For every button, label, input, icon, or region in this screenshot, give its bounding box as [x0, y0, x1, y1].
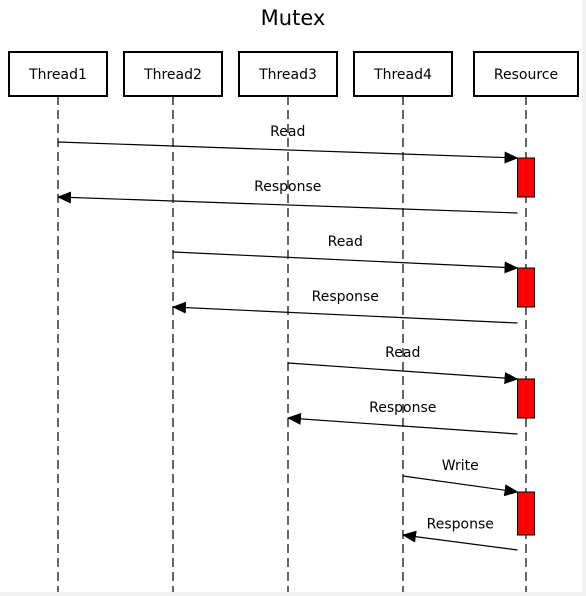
- message-label-request: Read: [385, 345, 420, 361]
- participant-box: [238, 51, 338, 97]
- participant-resource: Resource: [473, 51, 579, 97]
- participant-box: [123, 51, 223, 97]
- message-label-response: Response: [254, 179, 321, 195]
- activations: [517, 157, 535, 536]
- diagram-title: Mutex: [261, 6, 326, 30]
- participants: Thread1 Thread2 Thread3 Thread4 Resource: [8, 51, 579, 97]
- message-arrow-response: [172, 301, 518, 324]
- messages: ReadResponseReadResponseReadResponseWrit…: [57, 124, 519, 551]
- participant-box: [353, 51, 453, 97]
- participant-thread1: Thread1: [8, 51, 108, 97]
- participant-box: [473, 51, 579, 97]
- participant-label: Thread1: [28, 67, 87, 83]
- message-label-response: Response: [312, 289, 379, 305]
- message-label-request: Write: [442, 458, 479, 474]
- participant-label: Thread2: [143, 67, 202, 83]
- message-arrow-response: [402, 530, 518, 551]
- activation-bar: [517, 267, 535, 308]
- message-arrow-response: [57, 191, 518, 214]
- message-arrow-request: [402, 475, 519, 497]
- participant-box: [8, 51, 108, 97]
- message-arrow-request: [172, 251, 519, 274]
- participant-thread3: Thread3: [238, 51, 338, 97]
- message-label-request: Read: [328, 234, 363, 250]
- activation-bar: [517, 491, 535, 536]
- participant-label: Thread4: [373, 67, 432, 83]
- participant-thread2: Thread2: [123, 51, 223, 97]
- participant-label: Resource: [494, 67, 558, 83]
- activation-bar: [517, 378, 535, 419]
- activation-bar: [517, 157, 535, 198]
- message-arrow-response: [287, 412, 518, 435]
- message-arrow-request: [287, 362, 519, 385]
- message-arrow-request: [57, 141, 519, 164]
- message-label-response: Response: [369, 400, 436, 416]
- participant-thread4: Thread4: [353, 51, 453, 97]
- message-label-request: Read: [270, 124, 305, 140]
- message-label-response: Response: [427, 517, 494, 533]
- participant-label: Thread3: [258, 67, 317, 83]
